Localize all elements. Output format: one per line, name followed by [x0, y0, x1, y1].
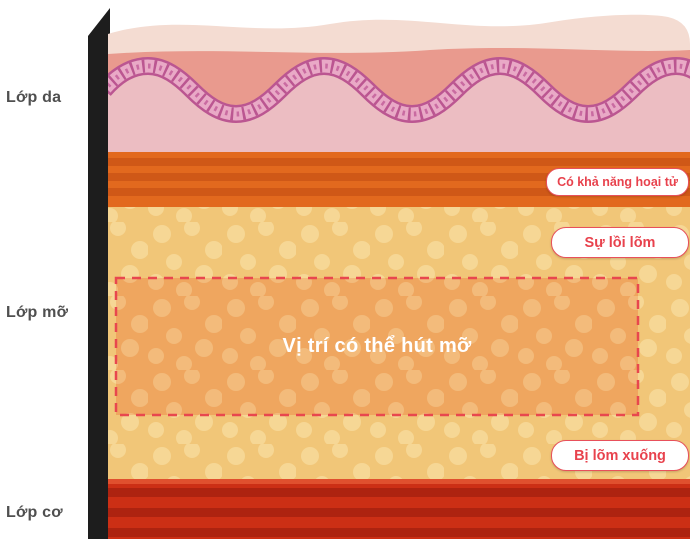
liposuction-zone-label: Vị trí có thể hút mỡ — [282, 335, 472, 357]
block-left-shadow-face — [88, 8, 110, 539]
liposuction-zone — [114, 276, 640, 417]
layer-label-fat: Lớp mỡ — [6, 304, 69, 321]
dermis-layer — [108, 66, 690, 152]
muscle-layer — [108, 479, 690, 539]
callout-depression: Bị lõm xuống — [551, 440, 689, 471]
layer-label-muscle: Lớp cơ — [6, 504, 63, 521]
layer-label-skin: Lớp da — [6, 89, 62, 106]
callout-necrosis: Có khả năng hoại tử — [546, 168, 689, 196]
dermis-cell-wave — [108, 56, 690, 124]
liposuction-zone-dashed-outline — [114, 276, 640, 417]
callout-unevenness: Sự lồi lõm — [551, 227, 689, 258]
